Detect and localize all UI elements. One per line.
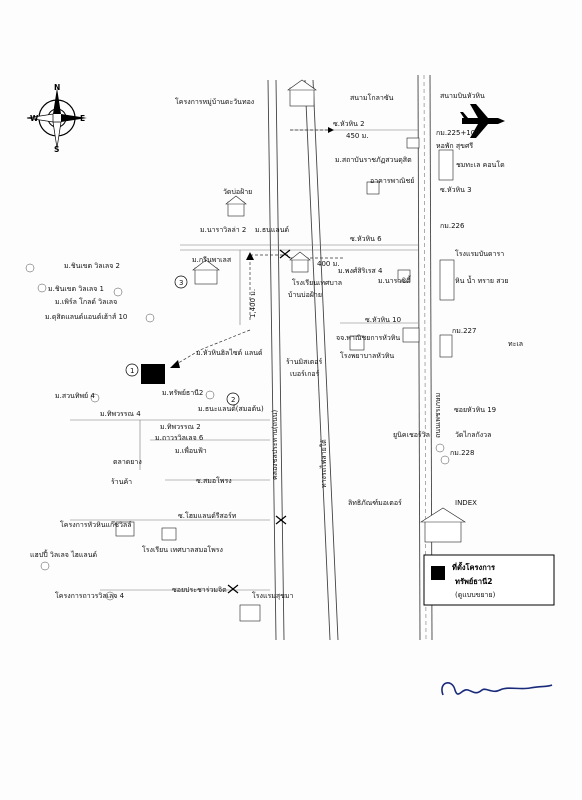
railway-line-1 (304, 79, 331, 641)
label-school-tes: โรงเรียน เทศบาลสมอโพรง (142, 545, 223, 554)
label-sea: ทะเล (508, 340, 523, 348)
label-thipwan2: ม.ทิพวรรณ 2 (160, 423, 201, 431)
label-dist-1400: 1,400 ม. (249, 289, 257, 318)
label-soi-huahin-6: ซ.หัวหิน 6 (350, 235, 382, 243)
label-chinsai1: ม.ชินเขต วิลเลจ 1 (48, 285, 104, 293)
label-km-227: กม.227 (452, 327, 476, 335)
railway-line-2 (312, 79, 339, 641)
label-soi-huahin-10: ซ.หัวหิน 10 (365, 316, 401, 324)
label-hin-nam-sai: หิน น้ำ ทราย สวย (455, 274, 509, 285)
label-railway: ทางรถไฟสายใต้ (319, 439, 328, 488)
label-hospital: โรงพยาบาลหัวหิน (340, 351, 394, 360)
label-thaworn6: ม.ถาวรวิลเลจ 6 (155, 434, 204, 442)
label-phongsiri4: ม.พงศ์สิริเรส 4 (338, 267, 383, 275)
label-school-sam: ซ.โฮมแลนด์รีสอร์ท (178, 511, 237, 520)
marker-3: 3 (179, 279, 183, 287)
label-naravilla2: ม.นาราวิลล่า 2 (200, 226, 246, 234)
label-thanasin: ม.ธนะแลนด์(สมอต้น) (198, 405, 264, 413)
marker-2: 2 (231, 396, 235, 404)
canal-road-line-2 (275, 79, 285, 641)
label-soi-huahin-2: ซ.หัวหิน 2 (333, 120, 365, 128)
marker-3-circle (174, 275, 188, 289)
tree-icon (25, 263, 450, 601)
canal-road-line-1 (267, 79, 277, 641)
label-witthaya: ม.ทิพวรรณ 4 (100, 410, 141, 418)
label-shop: ร้านค้า (111, 478, 132, 486)
phetkasem-road-line-2 (429, 74, 433, 641)
label-phetkasem: ถนนเพชรเกษม (434, 393, 442, 438)
label-phanich: อาคารพาณิชย์ (370, 177, 414, 185)
label-burger: ร้านมิสเตอร์ (286, 358, 323, 366)
label-narasiri: ม.นาราซิตี้ (378, 274, 412, 285)
legend-note: (ดูแบบขยาย) (455, 591, 496, 599)
legend-swatch (431, 566, 445, 580)
label-factory: ลิทธิภัณฑ์มอเตอร์ (348, 499, 402, 507)
marker-1: 1 (130, 367, 134, 375)
label-hiso: ม.หัวหินฮิลไซด์ แลนด์ (196, 348, 263, 357)
label-suanthip4: ม.สวนทิพย์ 4 (55, 392, 95, 400)
label-chinsai2: ม.ชินเขต วิลเลจ 2 (64, 262, 120, 270)
label-rajabhat: ม.สถาบันราชภัฏสวนดุสิต (335, 156, 412, 164)
label-soi-huahin-3: ซ.หัวหิน 3 (440, 186, 472, 194)
label-school-baan: โรงเรียนเทศบาล (292, 278, 342, 287)
label-village-proj: โครงการหัวหินแก๊ซวิลล์ (60, 520, 132, 529)
label-km-225: กม.225+100 (436, 129, 480, 137)
marker-2-circle (226, 392, 240, 406)
label-soi-pracha: ซอยประชาร่วมจิต (172, 586, 227, 594)
label-smoprong: ซ.สมอโพรง (196, 476, 232, 485)
label-km-226: กม.226 (440, 222, 465, 230)
signature (441, 682, 553, 696)
label-airport: สนามบินหัวหิน (440, 92, 485, 100)
high-rise-icon (438, 149, 455, 358)
label-thaworn4: โครงการถาวรวิลเลจ 4 (55, 591, 125, 600)
route-arrowhead-east (328, 127, 334, 133)
label-dist-400: 400 ม. (317, 260, 339, 268)
legend-box: ที่ตั้งโครงการ ทรัพย์ธานี2 (ดูแบบขยาย) (423, 554, 555, 606)
label-dist-450: 450 ม. (346, 132, 368, 140)
marker-1-circle (125, 363, 139, 377)
label-km-228: กม.228 (450, 449, 474, 457)
label-burger2: เบอร์เกอร์ (290, 370, 320, 378)
label-dorm: หอพัก สุขศรี (436, 142, 473, 150)
phetkasem-road-line-1 (417, 74, 421, 641)
phetkasem-centerline (423, 74, 427, 641)
route-arrowhead-north (246, 252, 254, 260)
building-icon (115, 79, 467, 622)
label-baan-bo-fai: บ้านบ่อฝ้าย (288, 291, 322, 299)
label-u-guesthouse: ยูนิคเชอร์วิล (393, 431, 430, 439)
label-project-m: ม.ทรัพย์ธานี2 (162, 389, 203, 397)
label-hotel-sukma: โรงแรมสุขมา (252, 591, 293, 600)
label-stadium: สนามโกลาซัน (350, 93, 394, 102)
legend-project: ทรัพย์ธานี2 (455, 577, 492, 586)
label-wat-klai: วัดไกลกังวล (455, 430, 491, 439)
label-market: ตลาดยาง (113, 458, 142, 466)
label-hotel-banyan: โรงแรมบันดารา (455, 249, 504, 258)
label-wat-bo-fai: วัดบ่อฝ้าย (223, 188, 252, 196)
route-arrowhead-project (170, 360, 180, 368)
compass-e: E (80, 114, 85, 123)
label-happy: แฮปปี้ วิลเลจ ไฮแลนด์ (30, 548, 97, 559)
label-commerce: จจ.พาณิชยการหัวหิน (336, 334, 400, 342)
label-green-park: ม.กรีนพาเลส (192, 256, 232, 264)
label-index: INDEX (455, 499, 477, 507)
compass-rose: N S W E (26, 83, 87, 154)
label-dusit: ม.ดุสิตแลนด์แอนด์เฮ้าส์ 10 (45, 313, 127, 321)
legend-title: ที่ตั้งโครงการ (452, 561, 496, 572)
label-pearl: ม.เพิร์ล โกลด์ วิลเลจ (55, 297, 117, 306)
compass-s: S (54, 145, 59, 154)
label-village-project: โครงการหมู่บ้านตะวันทอง (175, 97, 254, 106)
compass-n: N (54, 83, 60, 92)
airplane-icon (460, 104, 505, 138)
route-to-project (174, 329, 251, 366)
label-soi19: ซอยหัวหิน 19 (454, 406, 496, 414)
label-canal: คลองชลประทาน(ถนน) (271, 410, 279, 480)
label-m-nanland: ม.ธนแลนด์ (255, 226, 289, 234)
intersection-icon (227, 249, 291, 594)
label-chom-talay: ชมทะเล คอนโด (456, 160, 505, 169)
label-kampong: ม.เพื่อนฟ้า (175, 446, 207, 455)
compass-w: W (30, 114, 39, 123)
project-location-marker (141, 364, 165, 384)
